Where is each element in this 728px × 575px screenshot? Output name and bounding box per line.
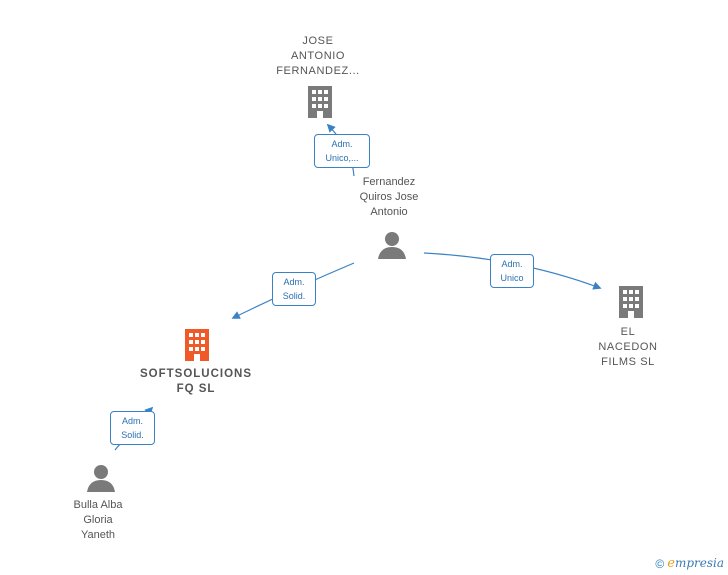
edge-label-adm-unico-elnacedon[interactable]: Adm. Unico [490,254,534,288]
building-icon-main[interactable] [182,328,212,362]
copyright-icon: © [655,556,665,571]
node-label-bulla-alba[interactable]: Bulla Alba Gloria Yaneth [73,499,123,541]
brand-logo: empresia [667,556,724,571]
node-label-el-nacedon[interactable]: EL NACEDON FILMS SL [598,326,658,368]
copyright-footer: © empresia [655,556,724,571]
person-icon[interactable] [377,230,407,260]
edge-label-adm-solid-softsolucions[interactable]: Adm. Solid. [272,272,316,306]
node-label-softsolucions[interactable]: SOFTSOLUCIONS FQ SL [139,368,253,395]
edge-label-adm-solid-bulla[interactable]: Adm. Solid. [110,411,155,445]
edge-label-adm-unico-jose[interactable]: Adm. Unico,... [314,134,370,168]
node-label-jose-antonio[interactable]: JOSE ANTONIO FERNANDEZ... [276,35,360,77]
person-icon[interactable] [86,463,116,493]
node-label-fernandez-quiros[interactable]: Fernandez Quiros Jose Antonio [359,176,419,218]
building-icon[interactable] [305,85,335,119]
building-icon[interactable] [616,285,646,319]
